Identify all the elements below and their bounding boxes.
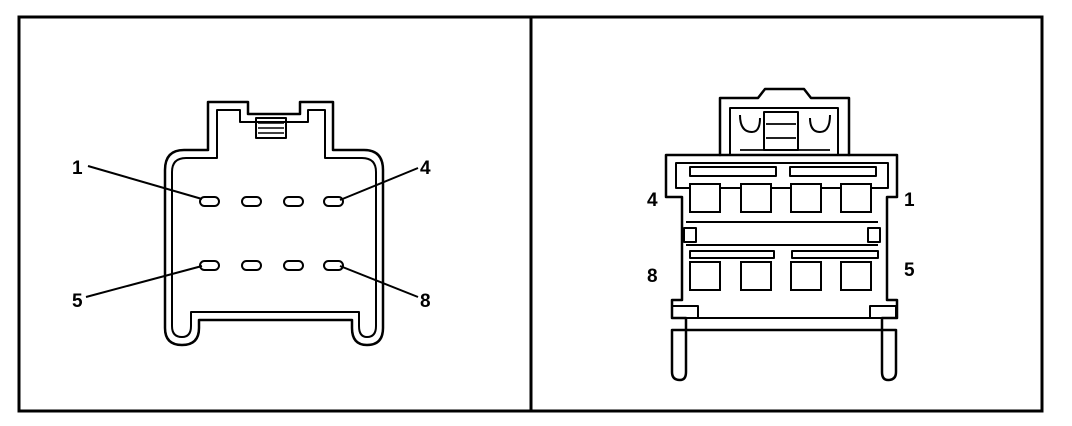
right-side-key: [683, 227, 697, 243]
right-terminal-cavity: [840, 261, 872, 291]
left-terminal-cavity: [199, 260, 220, 271]
right-side-key: [867, 227, 881, 243]
right-connector-body: [664, 87, 899, 382]
left-panel: 1 4 5 8: [17, 15, 533, 413]
left-panel-frame: [17, 15, 533, 413]
leader-line-pin-5: [85, 265, 203, 298]
left-pin-label-4: 4: [420, 158, 431, 179]
left-terminal-cavity: [199, 196, 220, 207]
right-terminal-cavities: [689, 183, 872, 291]
left-connector-outline: [163, 100, 385, 347]
leader-line-pin-8: [339, 265, 419, 298]
right-locking-latch: [739, 111, 831, 151]
right-pin-label-5: 5: [904, 260, 915, 281]
right-connector-outline: [664, 153, 899, 382]
right-latch-inner: [729, 107, 839, 155]
right-terminal-cavity: [740, 183, 772, 213]
right-panel: 4 1 8 5: [529, 15, 1044, 413]
left-leader-lines: [85, 165, 419, 298]
right-terminal-cavity: [840, 183, 872, 213]
left-pin-label-5: 5: [72, 291, 83, 312]
right-pin-label-1: 1: [904, 190, 915, 211]
right-pin-label-8: 8: [647, 266, 658, 287]
left-pin-label-1: 1: [72, 158, 83, 179]
right-mid-slot: [791, 250, 879, 259]
left-terminal-cavity: [323, 260, 344, 271]
left-terminal-cavity: [283, 196, 304, 207]
left-terminal-cavity: [323, 196, 344, 207]
left-terminal-cavities: [199, 196, 344, 271]
left-terminal-cavity: [283, 260, 304, 271]
right-terminal-cavity: [689, 183, 721, 213]
left-locking-tab: [255, 117, 287, 139]
right-terminal-cavity: [790, 261, 822, 291]
right-terminal-cavity: [740, 261, 772, 291]
right-top-slot: [689, 166, 777, 177]
right-top-slot: [789, 166, 877, 177]
left-pin-label-8: 8: [420, 291, 431, 312]
leader-line-pin-1: [87, 165, 203, 200]
right-latch-housing: [718, 87, 851, 157]
right-panel-frame: [529, 15, 1044, 413]
left-terminal-cavity: [241, 196, 262, 207]
left-connector-inner-wall: [171, 109, 377, 338]
right-bottom-foot: [671, 305, 699, 319]
right-terminal-cavity: [790, 183, 822, 213]
right-connector-inner-wall: [675, 162, 889, 189]
right-pin-label-4: 4: [647, 190, 658, 211]
left-connector-body: [163, 100, 385, 347]
leader-line-pin-4: [339, 167, 419, 201]
right-terminal-cavity: [689, 261, 721, 291]
right-bottom-foot: [869, 305, 897, 319]
left-terminal-cavity: [241, 260, 262, 271]
right-mid-slot: [689, 250, 775, 259]
